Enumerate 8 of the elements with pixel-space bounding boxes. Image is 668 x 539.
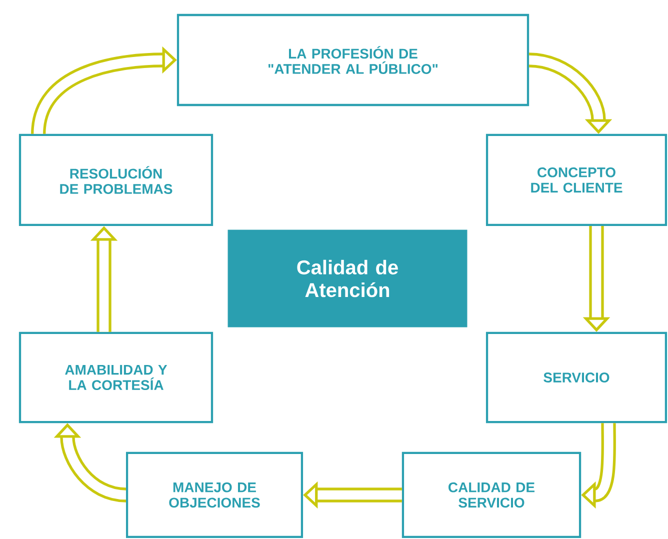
process-box: RESOLUCIÓN DE PROBLEMAS bbox=[18, 134, 214, 226]
process-box: MANEJO DE OBJECIONES bbox=[126, 452, 304, 538]
process-box: CONCEPTO DEL CLIENTE bbox=[486, 134, 668, 226]
process-box: CALIDAD DE SERVICIO bbox=[402, 452, 582, 538]
process-box: LA PROFESIÓN DE "ATENDER AL PÚBLICO" bbox=[176, 14, 530, 106]
process-box: SERVICIO bbox=[486, 332, 668, 424]
center-box: Calidad de Atención bbox=[228, 230, 468, 328]
process-box: AMABILIDAD Y LA CORTESÍA bbox=[18, 332, 214, 424]
